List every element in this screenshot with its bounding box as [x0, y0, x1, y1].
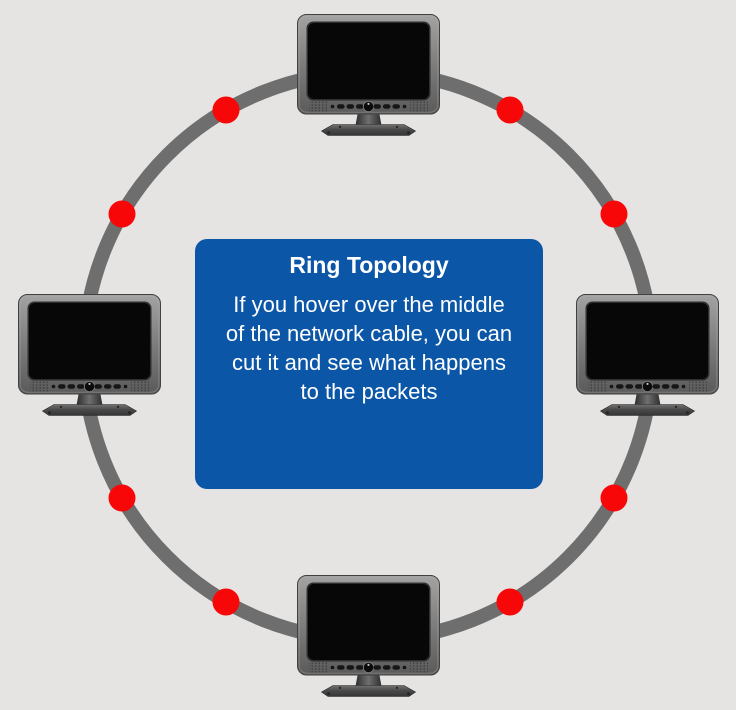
- packet-dot: [496, 588, 524, 616]
- packet-dot: [600, 200, 628, 228]
- computer-icon: [297, 575, 440, 697]
- packet-dot: [600, 484, 628, 512]
- packet-dot: [108, 484, 136, 512]
- computer-right: [576, 294, 719, 416]
- computer-icon: [297, 14, 440, 136]
- packet-dot: [108, 200, 136, 228]
- computer-top: [297, 14, 440, 136]
- packet-group: [108, 96, 628, 616]
- computer-icon: [576, 294, 719, 416]
- packet-dot: [496, 96, 524, 124]
- panel-instructions: If you hover over the middle of the netw…: [225, 292, 513, 404]
- computer-bottom: [297, 575, 440, 697]
- panel-title: Ring Topology: [289, 252, 449, 278]
- info-panel: Ring Topology If you hover over the midd…: [195, 239, 543, 489]
- computer-left: [18, 294, 161, 416]
- packet-dot: [212, 96, 240, 124]
- packet-dot: [212, 588, 240, 616]
- computer-icon: [18, 294, 161, 416]
